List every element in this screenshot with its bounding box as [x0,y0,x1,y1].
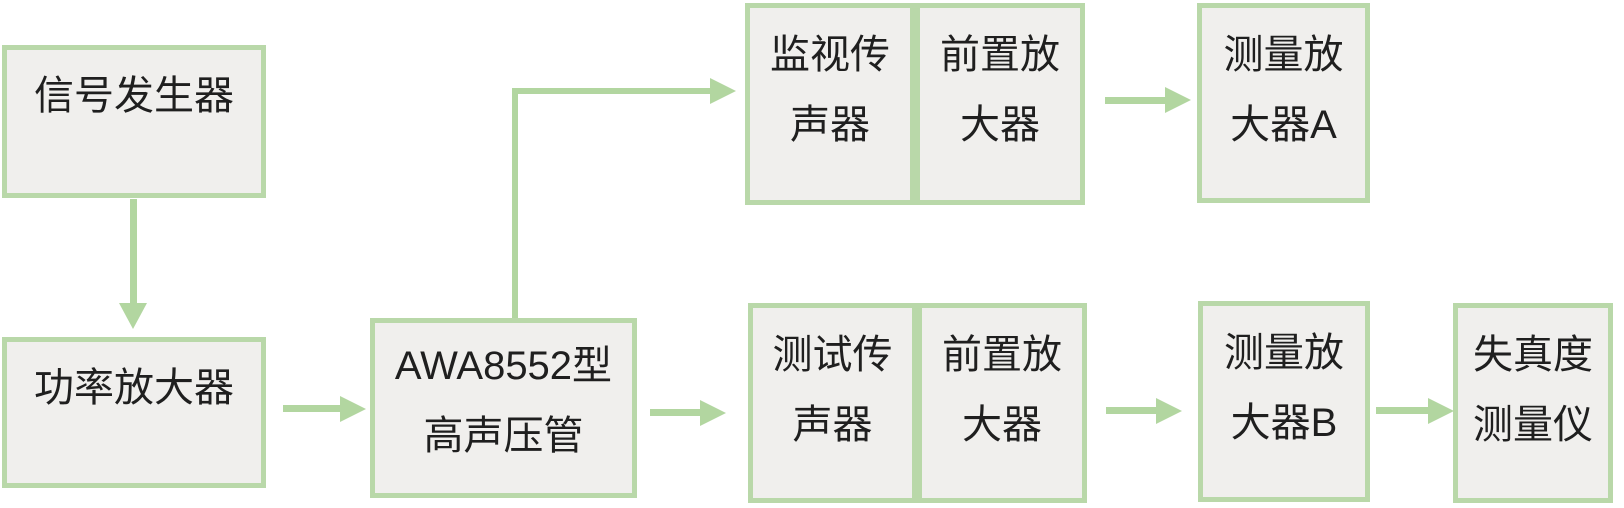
arrow-shaft [650,409,700,416]
node-label: 声器 [790,103,870,147]
node-signal-generator: 信号发生器 [2,45,266,198]
node-power-amplifier: 功率放大器 [2,337,266,488]
node-measuring-amplifier-a: 测量放 大器A [1197,3,1370,203]
node-distortion-meter: 失真度 测量仪 [1453,303,1613,503]
arrowhead-down-icon [119,303,147,329]
node-test-microphone: 测试传 声器 [748,303,917,503]
node-label: 测量放 [1224,331,1344,375]
arrow-shaft [1105,97,1165,104]
node-label: 大器 [962,403,1042,447]
node-monitor-microphone: 监视传 声器 [745,3,915,205]
arrowhead-right-icon [700,400,726,426]
node-label: AWA8552型 [394,344,613,388]
node-label: 失真度 [1473,333,1593,377]
node-preamplifier-top: 前置放 大器 [915,3,1085,205]
arrow-shaft [1106,407,1156,414]
node-label: 测量仪 [1473,403,1593,447]
arrowhead-right-icon [710,78,736,104]
node-label: 信号发生器 [34,74,234,118]
node-label: 高声压管 [423,414,584,458]
arrowhead-right-icon [1428,398,1454,424]
node-label: 前置放 [940,33,1060,77]
node-label: 前置放 [942,333,1062,377]
node-label: 大器 [960,103,1040,147]
node-preamplifier-bottom: 前置放 大器 [917,303,1087,503]
node-measuring-amplifier-b: 测量放 大器B [1198,301,1370,502]
node-label: 大器A [1230,103,1337,147]
node-label: 测试传 [772,333,893,377]
node-awa8552-tube: AWA8552型 高声压管 [370,318,637,498]
node-label: 监视传 [770,33,890,77]
arrowhead-right-icon [340,396,366,422]
node-label: 声器 [792,403,873,447]
node-label: 大器B [1230,401,1338,445]
elbow-horizontal-segment [512,88,710,94]
arrowhead-right-icon [1165,87,1191,113]
node-label: 功率放大器 [34,366,234,410]
elbow-vertical-segment [512,90,518,318]
arrow-shaft [1376,407,1428,414]
arrowhead-right-icon [1156,398,1182,424]
arrow-shaft [283,405,340,412]
arrow-shaft [130,199,137,303]
node-label: 测量放 [1223,33,1344,77]
